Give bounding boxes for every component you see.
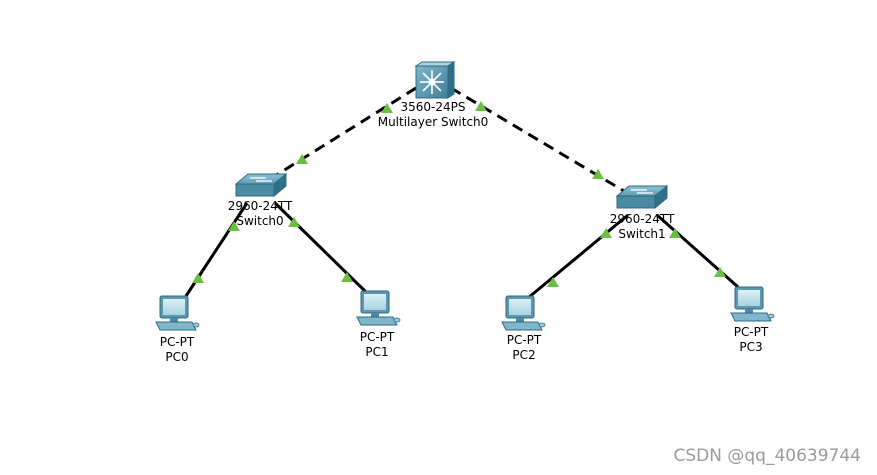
pc1-icon[interactable] xyxy=(356,290,401,326)
device-model: 2960-24TT xyxy=(609,212,675,226)
link-mls-switch0[interactable] xyxy=(261,86,417,186)
multilayer-switch-icon[interactable] xyxy=(414,61,456,99)
switch0-icon[interactable] xyxy=(234,172,288,198)
device-model: PC-PT xyxy=(506,333,542,347)
device-name: Switch1 xyxy=(618,227,666,241)
switch0-label: 2960-24TT Switch0 xyxy=(210,199,310,229)
switch1-label: 2960-24TT Switch1 xyxy=(592,212,692,242)
pc1-label: PC-PT PC1 xyxy=(337,330,417,360)
device-name: PC1 xyxy=(365,345,389,359)
link-up-indicator xyxy=(475,101,487,111)
device-name: Multilayer Switch0 xyxy=(377,115,489,129)
link-up-indicator xyxy=(547,277,559,287)
device-name: PC2 xyxy=(512,348,536,362)
pc0-label: PC-PT PC0 xyxy=(137,335,217,365)
pc2-icon[interactable] xyxy=(501,295,546,331)
device-model: PC-PT xyxy=(159,335,195,349)
mls-label: 3560-24PS Multilayer Switch0 xyxy=(363,100,503,130)
link-switch1-pc2[interactable] xyxy=(527,213,629,300)
device-model: 3560-24PS xyxy=(400,100,466,114)
device-model: PC-PT xyxy=(359,330,395,344)
switch1-icon[interactable] xyxy=(615,184,669,210)
link-up-indicator xyxy=(296,154,308,164)
link-up-indicator xyxy=(341,272,353,282)
watermark: CSDN @qq_40639744 xyxy=(673,446,861,466)
pc3-label: PC-PT PC3 xyxy=(711,325,791,355)
link-up-indicator xyxy=(592,169,604,179)
link-up-indicator xyxy=(192,273,204,283)
link-switch0-pc1[interactable] xyxy=(273,201,369,295)
link-up-indicator xyxy=(228,221,240,231)
device-model: PC-PT xyxy=(733,325,769,339)
link-up-indicator xyxy=(600,228,612,238)
link-up-indicator xyxy=(288,217,300,227)
link-indicators xyxy=(192,101,726,287)
link-up-indicator xyxy=(669,228,681,238)
pc0-icon[interactable] xyxy=(155,295,200,331)
link-up-indicator xyxy=(714,267,726,277)
device-name: PC0 xyxy=(165,350,189,364)
device-model: 2960-24TT xyxy=(227,199,293,213)
link-up-indicator xyxy=(381,103,393,113)
device-name: Switch0 xyxy=(236,214,284,228)
pc3-icon[interactable] xyxy=(730,286,775,322)
device-name: PC3 xyxy=(739,340,763,354)
pc2-label: PC-PT PC2 xyxy=(484,333,564,363)
